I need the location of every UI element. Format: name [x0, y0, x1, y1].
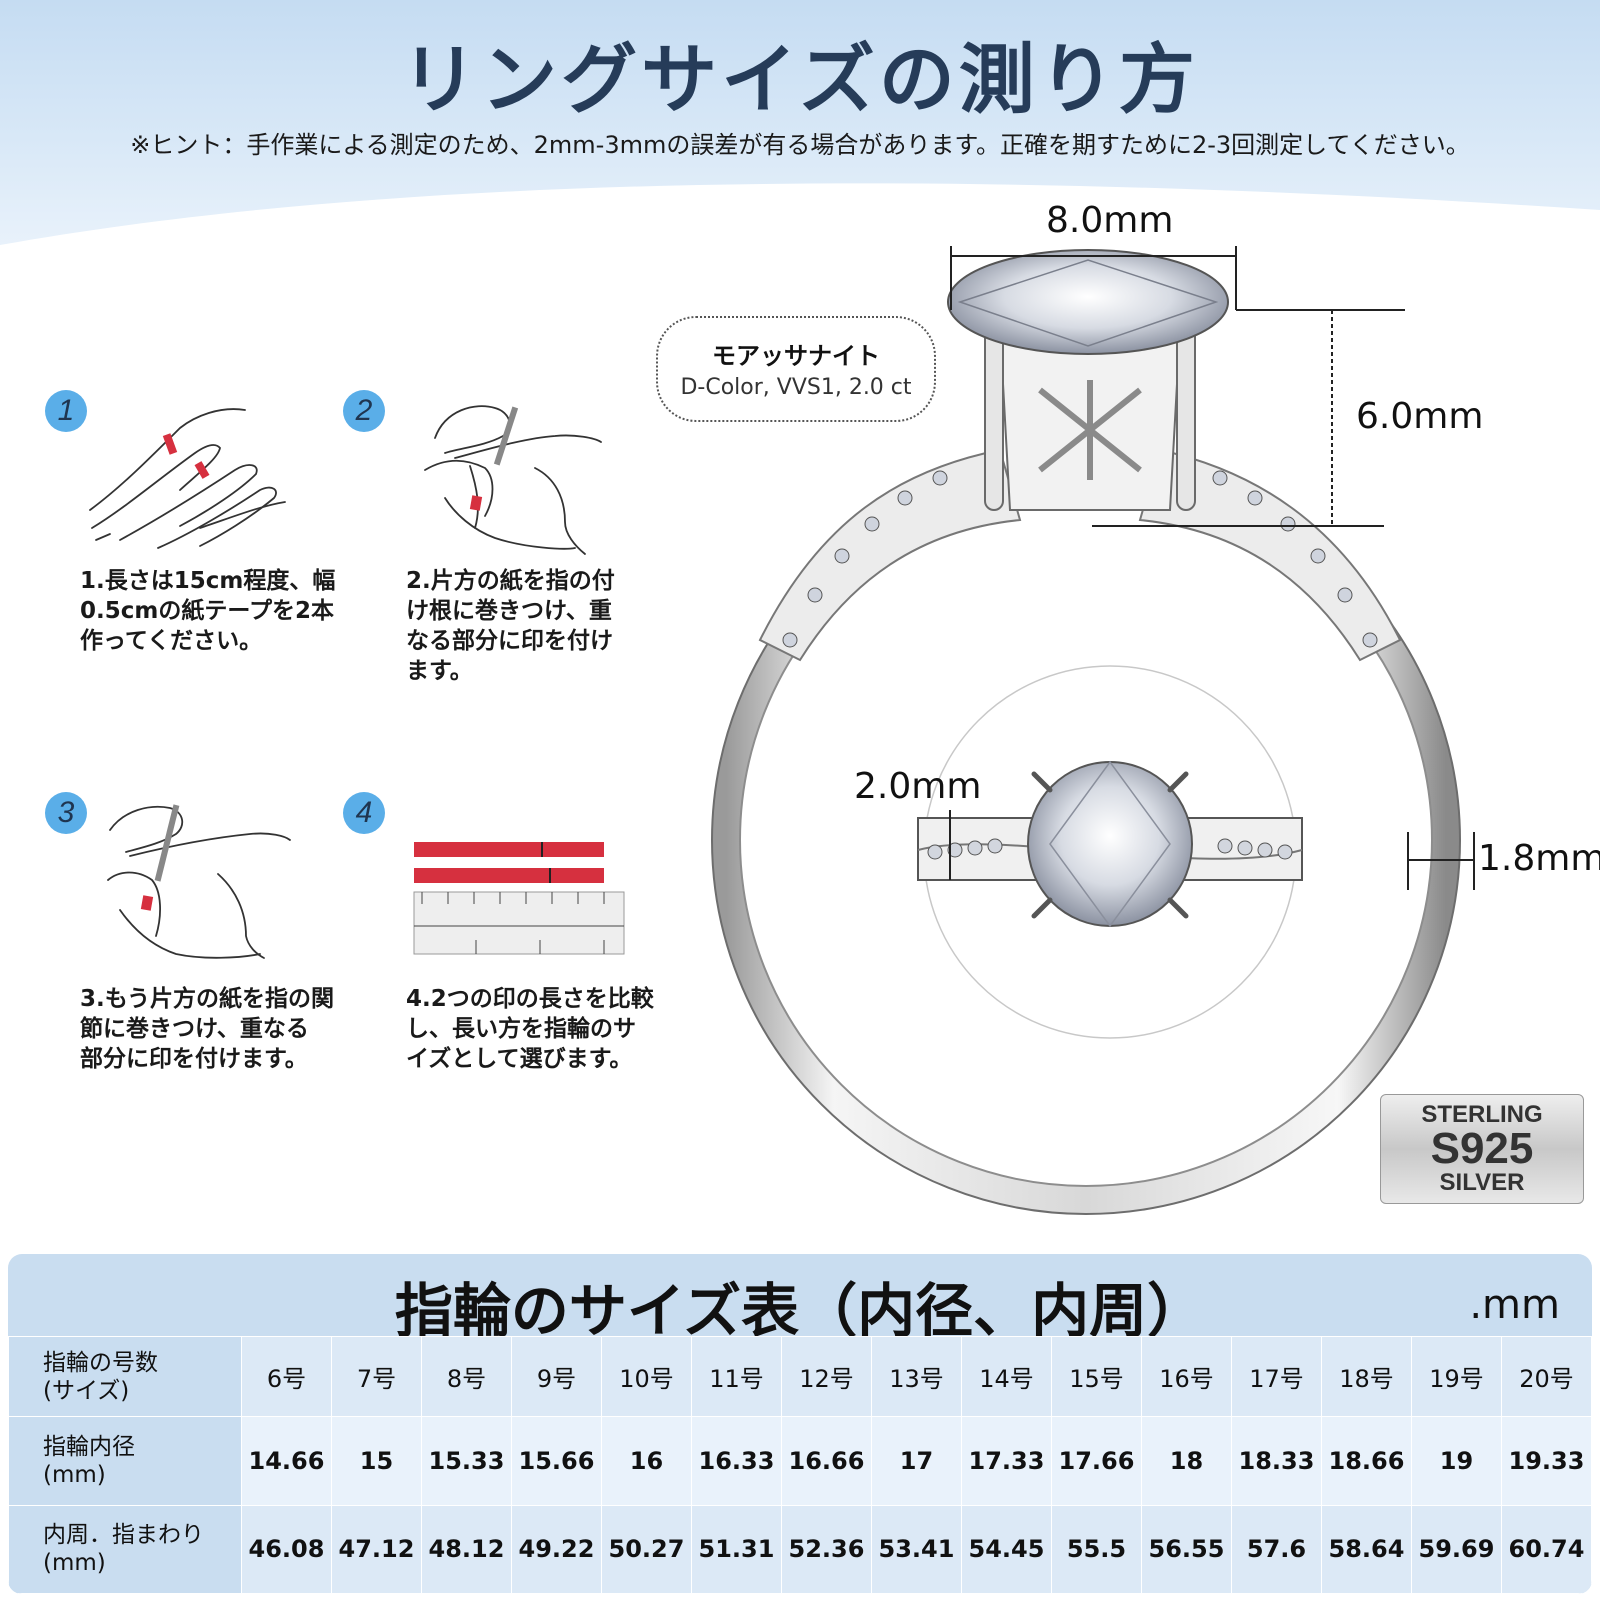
- table-cell: 7号: [331, 1335, 422, 1418]
- table-cell: 18.33: [1231, 1416, 1322, 1506]
- table-cell: 15.66: [511, 1416, 602, 1506]
- hand-wrapping-tape-icon: [424, 405, 602, 555]
- size-table-title: 指輪のサイズ表（内径、内周）: [394, 1277, 1206, 1345]
- table-cell: 18: [1141, 1416, 1232, 1506]
- table-cell: 18.66: [1321, 1416, 1412, 1506]
- table-cell: 17号: [1231, 1335, 1322, 1418]
- stone-name: モアッサナイト: [712, 342, 880, 370]
- table-cell: 16.66: [781, 1416, 872, 1506]
- table-cell: 14号: [961, 1335, 1052, 1418]
- hand-with-tape-icon: [89, 408, 286, 549]
- page-title: リングサイズの測り方: [401, 35, 1199, 124]
- row-header: 指輪の号数 (サイズ): [8, 1335, 242, 1418]
- table-cell: 46.08: [241, 1504, 332, 1594]
- step-number-4: 4: [343, 792, 385, 834]
- table-cell: 50.27: [601, 1504, 692, 1594]
- table-cell: 47.12: [331, 1504, 422, 1594]
- table-cell: 16号: [1141, 1335, 1232, 1418]
- table-cell: 17: [871, 1416, 962, 1506]
- table-cell: 9号: [511, 1335, 602, 1418]
- table-row-circumference: 内周．指まわり (mm) 46.08 47.12 48.12 49.22 50.…: [8, 1504, 1592, 1594]
- table-cell: 15号: [1051, 1335, 1142, 1418]
- hint-text: ※ヒント：手作業による測定のため、2mm-3mmの誤差が有る場合があります。正確…: [130, 131, 1470, 159]
- step-2-text: 2.片方の紙を指の付 け根に巻きつけ、重 なる部分に印を付け ます。: [406, 568, 615, 684]
- tape-and-ruler-icon: [413, 842, 625, 955]
- table-cell: 6号: [241, 1335, 332, 1418]
- table-cell: 55.5: [1051, 1504, 1142, 1594]
- table-cell: 56.55: [1141, 1504, 1232, 1594]
- table-cell: 49.22: [511, 1504, 602, 1594]
- step-number-3: 3: [45, 792, 87, 834]
- table-cell: 20号: [1501, 1335, 1592, 1418]
- table-cell: 58.64: [1321, 1504, 1412, 1594]
- hand-marking-tape-icon: [107, 804, 291, 959]
- dimension-band-thickness: 1.8mm: [1478, 838, 1600, 879]
- table-cell: 59.69: [1411, 1504, 1502, 1594]
- badge-bottom-text: SILVER: [1439, 1169, 1525, 1196]
- table-cell: 19号: [1411, 1335, 1502, 1418]
- table-cell: 54.45: [961, 1504, 1052, 1594]
- table-cell: 8号: [421, 1335, 512, 1418]
- table-cell: 10号: [601, 1335, 692, 1418]
- table-cell: 14.66: [241, 1416, 332, 1506]
- table-row-size: 指輪の号数 (サイズ) 6号 7号 8号 9号 10号 11号 12号 13号 …: [8, 1335, 1592, 1418]
- stone-spec: D-Color, VVS1, 2.0 ct: [680, 375, 912, 400]
- table-cell: 19: [1411, 1416, 1502, 1506]
- table-row-inner-diameter: 指輪内径 (mm) 14.66 15 15.33 15.66 16 16.33 …: [8, 1416, 1592, 1506]
- table-cell: 17.33: [961, 1416, 1052, 1506]
- table-cell: 17.66: [1051, 1416, 1142, 1506]
- table-cell: 57.6: [1231, 1504, 1322, 1594]
- row-header: 指輪内径 (mm): [8, 1416, 242, 1506]
- table-cell: 12号: [781, 1335, 872, 1418]
- step-3-text: 3.もう片方の紙を指の関 節に巻きつけ、重なる 部分に印を付けます。: [80, 986, 335, 1072]
- table-cell: 18号: [1321, 1335, 1412, 1418]
- table-cell: 15: [331, 1416, 422, 1506]
- table-cell: 11号: [691, 1335, 782, 1418]
- table-cell: 19.33: [1501, 1416, 1592, 1506]
- stone-info-badge: モアッサナイト D-Color, VVS1, 2.0 ct: [656, 316, 936, 422]
- badge-mid-text: S925: [1430, 1124, 1534, 1173]
- table-cell: 48.12: [421, 1504, 512, 1594]
- row-header: 内周．指まわり (mm): [8, 1504, 242, 1594]
- dimension-band-width: 2.0mm: [854, 766, 982, 807]
- step-number-2: 2: [343, 390, 385, 432]
- size-table-unit: .mm: [1469, 1282, 1560, 1328]
- sterling-silver-badge: STERLING S925 SILVER: [1380, 1094, 1584, 1204]
- table-cell: 60.74: [1501, 1504, 1592, 1594]
- table-cell: 16: [601, 1416, 692, 1506]
- table-cell: 16.33: [691, 1416, 782, 1506]
- badge-top-text: STERLING: [1421, 1101, 1543, 1128]
- table-cell: 53.41: [871, 1504, 962, 1594]
- table-cell: 13号: [871, 1335, 962, 1418]
- size-table: 指輪の号数 (サイズ) 6号 7号 8号 9号 10号 11号 12号 13号 …: [8, 1335, 1592, 1594]
- step-number-1: 1: [45, 390, 87, 432]
- table-cell: 51.31: [691, 1504, 782, 1594]
- size-table-panel: 指輪のサイズ表（内径、内周） .mm 指輪の号数 (サイズ) 6号 7号 8号 …: [8, 1254, 1592, 1594]
- dimension-stone-width: 8.0mm: [1046, 200, 1174, 241]
- header-wave: [0, 183, 1600, 280]
- dimension-stone-height: 6.0mm: [1356, 396, 1484, 437]
- table-cell: 52.36: [781, 1504, 872, 1594]
- step-1-text: 1.長さは15cm程度、幅 0.5cmの紙テープを2本 作ってください。: [80, 568, 336, 654]
- step-4-text: 4.2つの印の長さを比較 し、長い方を指輪のサ イズとして選びます。: [406, 986, 654, 1072]
- table-cell: 15.33: [421, 1416, 512, 1506]
